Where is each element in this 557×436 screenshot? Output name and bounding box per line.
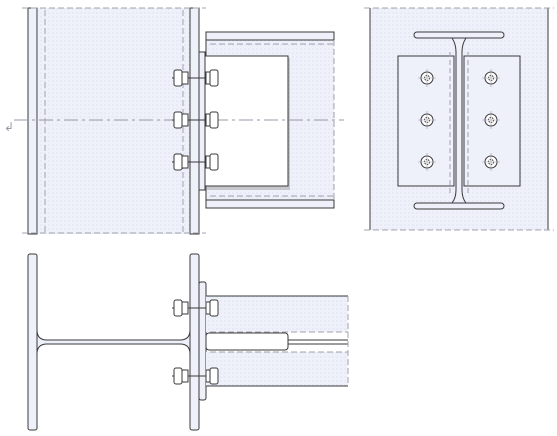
end-plate	[198, 51, 206, 191]
front-bolt-group	[172, 69, 219, 171]
side-bolt-hole-3	[418, 153, 436, 171]
plan-shear-plate	[205, 332, 289, 351]
plan-bolt-group	[172, 299, 219, 385]
plan-section-view	[27, 253, 349, 431]
side-elevation-view	[364, 7, 554, 231]
front-bolt-2	[172, 111, 219, 129]
front-bolt-3	[172, 153, 219, 171]
side-bolt-hole-2	[418, 111, 436, 129]
bolt-washer	[181, 369, 189, 383]
nut	[209, 69, 219, 87]
plan-bolt-1	[172, 299, 219, 317]
column-left-flange	[27, 7, 38, 235]
side-beam-web	[450, 37, 468, 204]
bolt-head	[173, 153, 183, 171]
plan-column-right-flange	[189, 253, 200, 431]
column-right-flange	[189, 7, 200, 235]
front-elevation-view: ↲	[4, 7, 344, 235]
bolt-washer	[181, 113, 189, 127]
side-bolt-hole-6	[482, 153, 500, 171]
plan-bolt-2	[172, 367, 219, 385]
bolt-washer	[181, 71, 189, 85]
nut	[209, 299, 219, 317]
side-bolt-hole-1	[418, 69, 436, 87]
beam-top-flange	[205, 31, 335, 41]
plan-beam-lower	[206, 352, 348, 386]
column-web-panel	[38, 8, 190, 234]
plan-column-left-flange	[27, 253, 38, 431]
nut	[209, 111, 219, 129]
bolt-head	[173, 299, 183, 317]
plan-column-web	[36, 329, 191, 355]
nut	[209, 153, 219, 171]
bolt-head	[173, 367, 183, 385]
side-beam-bottom-flange	[413, 202, 505, 210]
bolt-head	[173, 111, 183, 129]
bolt-washer	[181, 155, 189, 169]
bolt-head	[173, 69, 183, 87]
side-beam-top-flange	[413, 31, 505, 39]
side-bolt-group	[418, 69, 500, 171]
front-bolt-1	[172, 69, 219, 87]
bolt-washer	[181, 301, 189, 315]
beam-bottom-flange	[205, 199, 335, 209]
section-marker: ↲	[4, 120, 14, 134]
side-bolt-hole-5	[482, 111, 500, 129]
side-bolt-hole-4	[482, 69, 500, 87]
nut	[209, 367, 219, 385]
plan-beam-upper	[206, 296, 348, 332]
plan-end-plate	[198, 281, 207, 401]
